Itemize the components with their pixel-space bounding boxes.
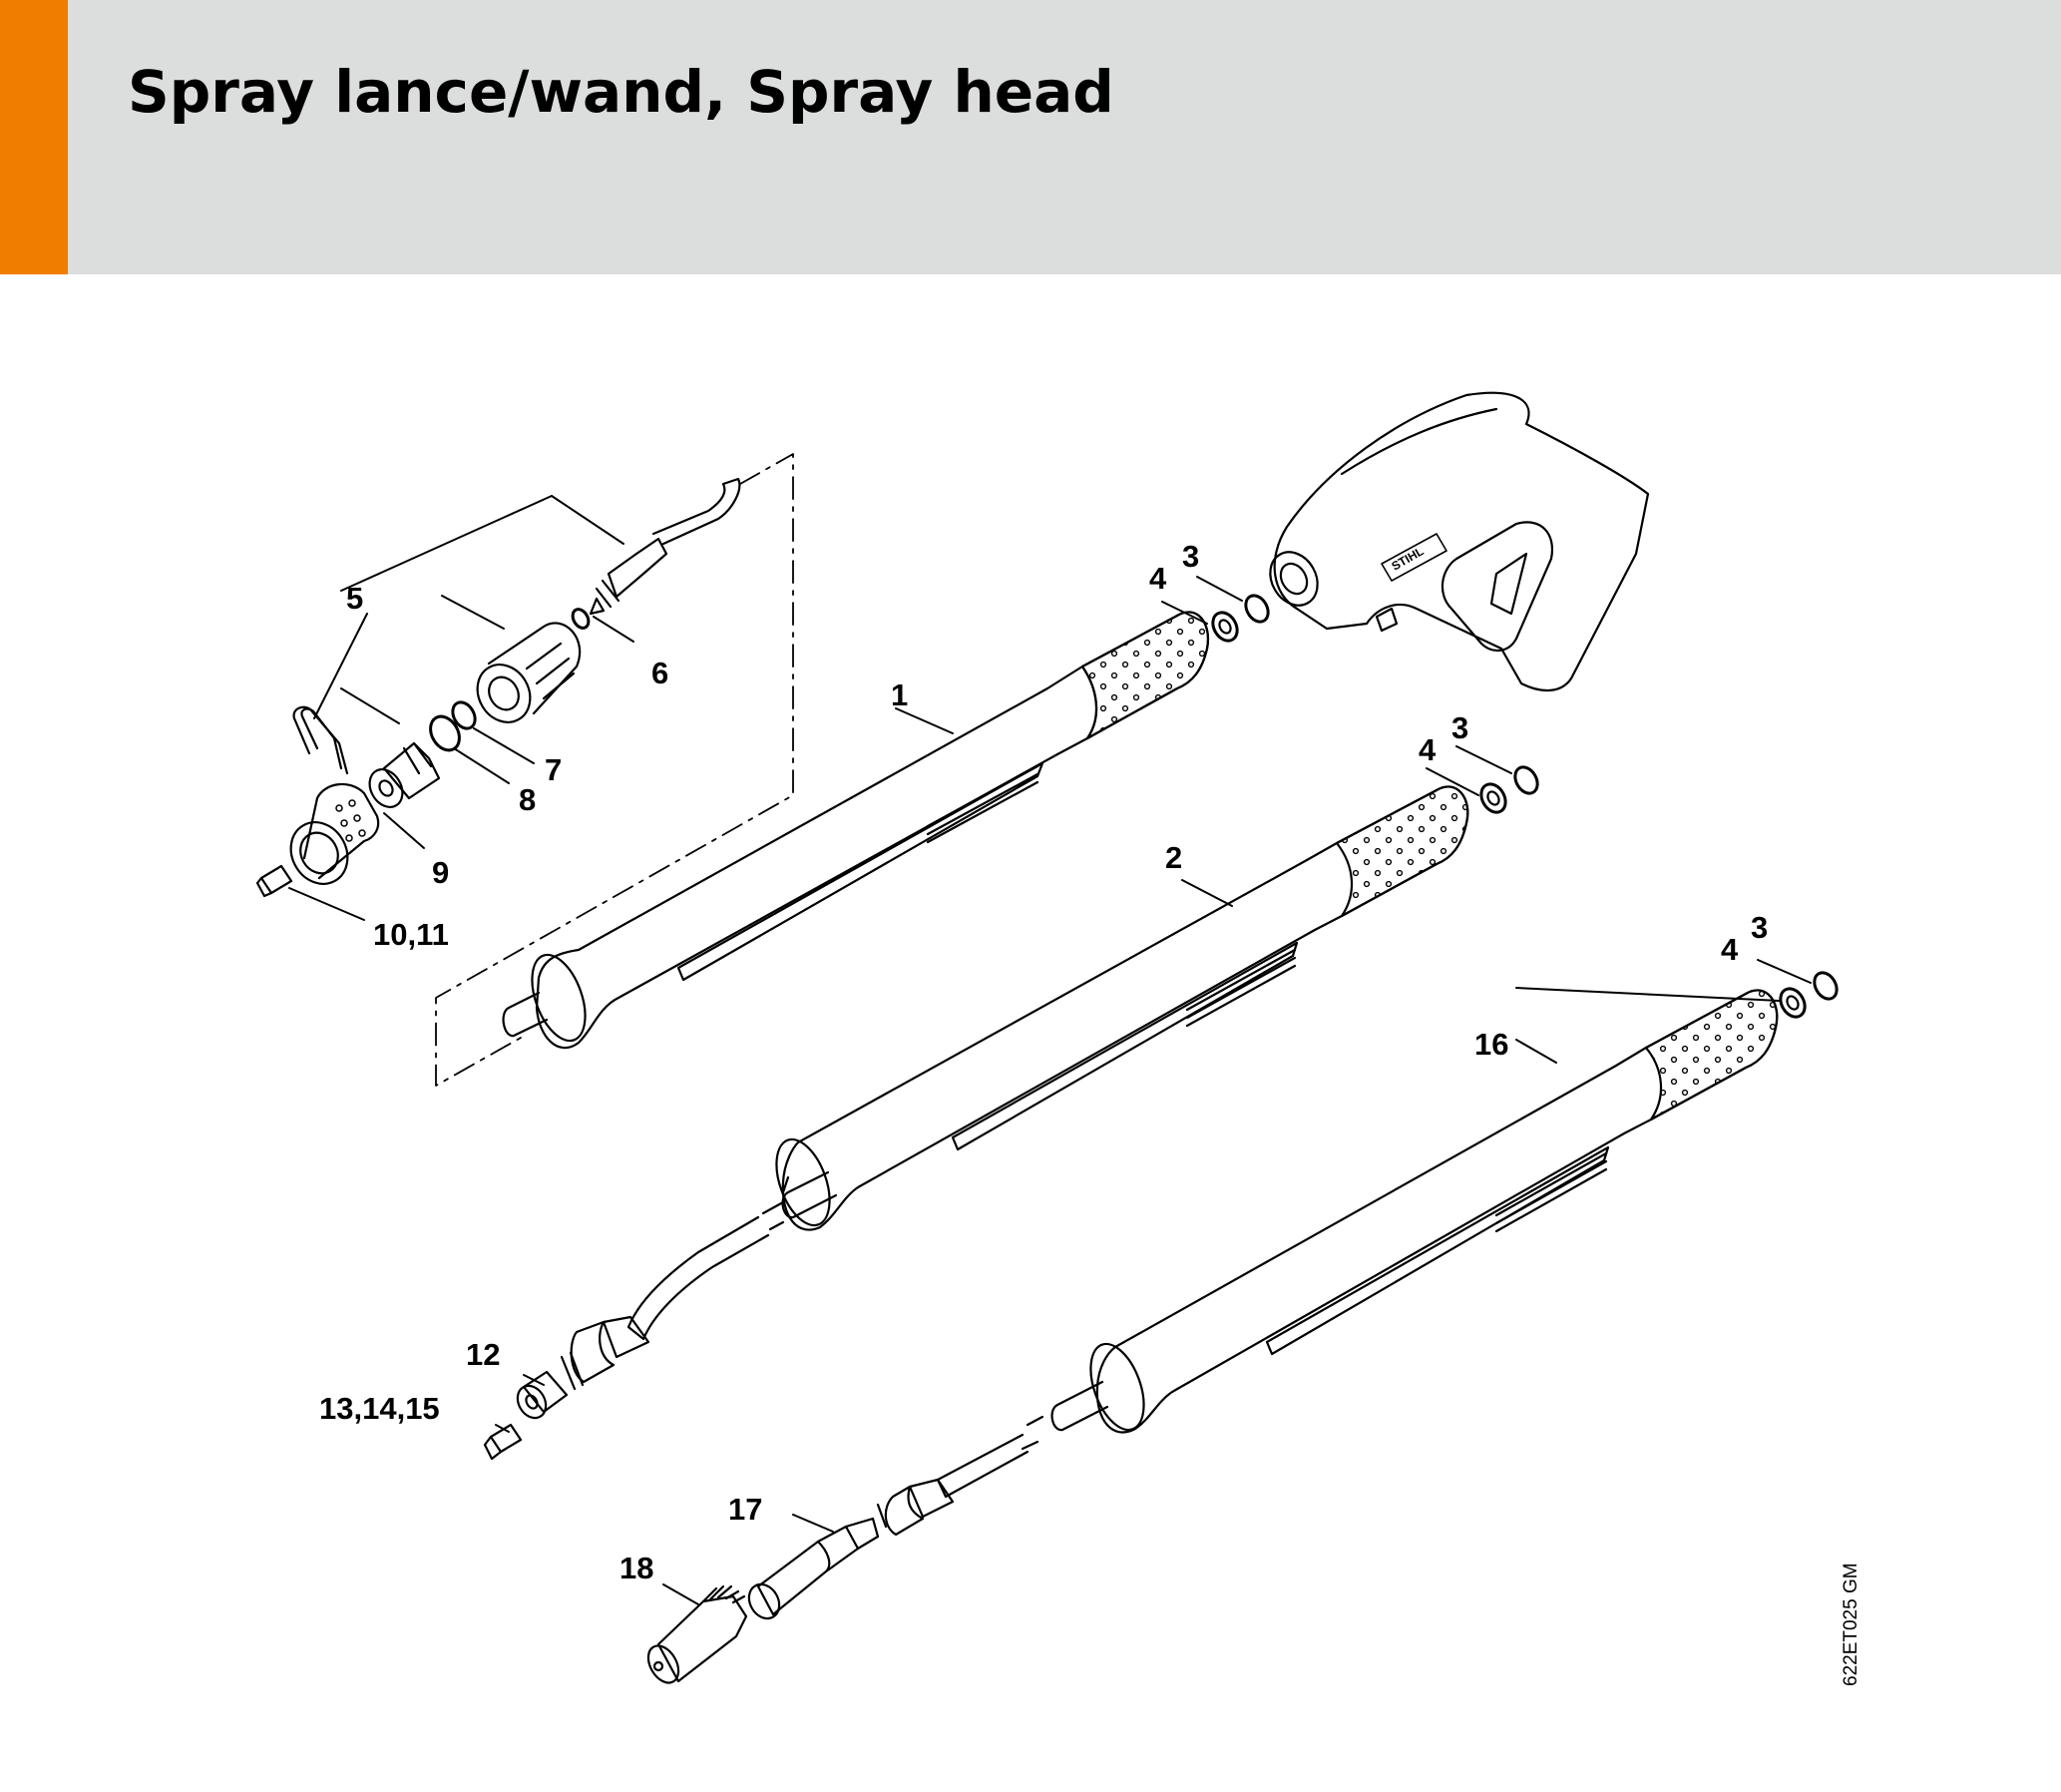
- callout-13-14-15: 13,14,15: [319, 1391, 440, 1426]
- svg-text:STIHL: STIHL: [1390, 544, 1427, 573]
- nozzle-insert-10-11: [255, 864, 293, 898]
- callouts: 1 2 3 4 3 4 3 4 5 6 7 8 9 10,11 12 13,14…: [319, 539, 1768, 1585]
- callout-4-bottom: 4: [1721, 932, 1739, 967]
- nozzle-insert-13-15: [483, 1423, 523, 1461]
- o-ring-6: [571, 608, 591, 630]
- o-ring-3-top: [1244, 594, 1270, 624]
- spray-lance-1: [502, 611, 1210, 1050]
- callout-9: 9: [432, 855, 449, 890]
- washer-4-top: [1211, 611, 1239, 643]
- o-ring-7: [451, 700, 477, 730]
- washer-4-mid: [1479, 782, 1507, 814]
- callout-6: 6: [651, 656, 668, 690]
- o-ring-3-bottom: [1813, 971, 1839, 1001]
- callout-17: 17: [728, 1492, 762, 1527]
- callout-8: 8: [519, 782, 536, 817]
- cap-5: [476, 622, 582, 723]
- spray-gun: STIHL: [1269, 391, 1650, 691]
- assembly-boundary-line: [435, 453, 794, 1087]
- callout-4-top: 4: [1149, 561, 1167, 596]
- callout-4-mid: 4: [1419, 732, 1437, 767]
- callout-2: 2: [1165, 840, 1182, 875]
- drawing-code: 622ET025 GM: [1841, 1563, 1861, 1686]
- spray-lance-2: [560, 785, 1469, 1391]
- callout-5: 5: [346, 581, 363, 616]
- o-ring-3-mid: [1513, 765, 1539, 795]
- callout-16: 16: [1474, 1027, 1508, 1062]
- callout-3-top: 3: [1182, 539, 1199, 574]
- adapter-nut-12: [516, 1370, 569, 1420]
- callout-3-mid: 3: [1451, 710, 1468, 745]
- nozzle-cap-18: [646, 1584, 748, 1684]
- callout-7: 7: [545, 752, 562, 787]
- retaining-clip: [292, 705, 349, 775]
- page-title: Spray lance/wand, Spray head: [128, 58, 1114, 126]
- callout-18: 18: [619, 1551, 653, 1585]
- callout-10-11: 10,11: [373, 917, 449, 952]
- callout-3-bottom: 3: [1751, 910, 1768, 945]
- nozzle-cover-9: [289, 782, 380, 885]
- leader-lines: [288, 495, 1812, 1605]
- spray-lance-16: [876, 989, 1779, 1537]
- o-ring-8: [429, 714, 461, 752]
- hose-coupling: [589, 477, 741, 616]
- rotary-nozzle-17: [747, 1517, 880, 1620]
- nozzle-body: [368, 741, 441, 808]
- callout-12: 12: [466, 1337, 500, 1372]
- page-header: [0, 0, 2061, 274]
- washer-4-bottom: [1779, 987, 1807, 1019]
- accent-bar: [0, 0, 68, 274]
- gun-logo: STIHL: [1381, 533, 1447, 582]
- callout-1: 1: [891, 677, 908, 712]
